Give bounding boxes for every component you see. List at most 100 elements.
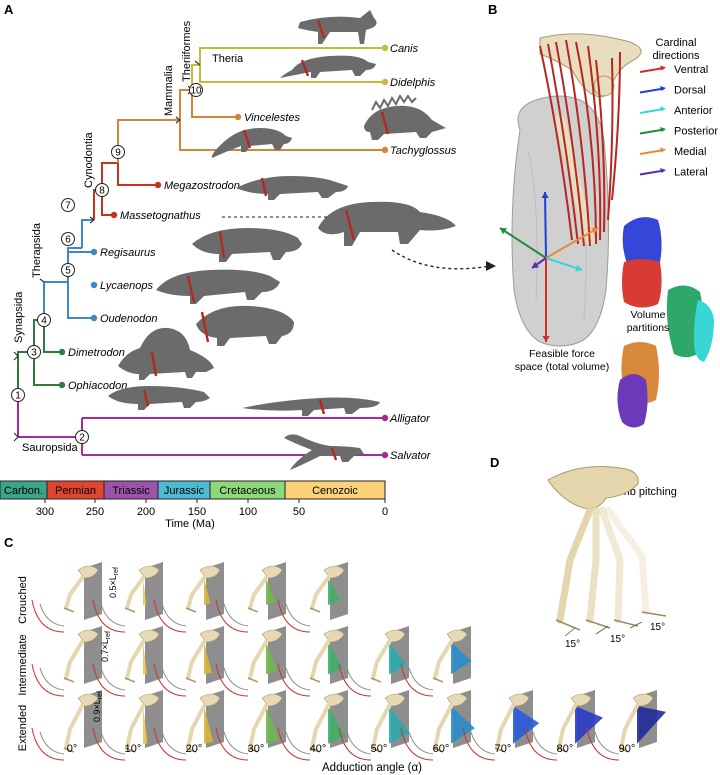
pelvis: [261, 565, 283, 579]
reference-arc-inner: [223, 603, 249, 627]
taxon-labels: Canis Didelphis Vincelestes Tachyglossus…: [68, 43, 457, 462]
limb-bones: [64, 640, 84, 680]
reference-arc-inner: [346, 667, 372, 691]
silhouette-tachyglossus: [364, 94, 446, 140]
legend-swatch-5: [639, 169, 665, 176]
reference-arc-inner: [532, 731, 558, 755]
tick-label-5: 50: [293, 506, 305, 518]
taxon-vincelestes: Vincelestes: [244, 112, 301, 124]
pelvis: [138, 629, 160, 643]
reference-arc-outer: [400, 663, 434, 697]
row-label-crouched: Crouched: [17, 576, 29, 624]
angle-label-6: 60°: [433, 743, 450, 755]
svg-text:2: 2: [79, 433, 85, 444]
pelvis: [138, 693, 160, 707]
reference-arc-outer: [586, 727, 620, 761]
foot: [309, 677, 321, 683]
limb-bones: [186, 576, 206, 610]
pitch-angle-3: 15°: [650, 622, 665, 633]
reference-arc-outer: [92, 727, 126, 761]
direction-legend: VentralDorsalAnteriorPosteriorMedialLate…: [639, 64, 718, 179]
foot: [309, 747, 321, 753]
pelvis: [446, 693, 468, 707]
silhouette-didelphis: [280, 55, 376, 78]
panel-b-label: B: [488, 2, 497, 17]
cynodont-tips: [110, 181, 162, 219]
svg-text:5: 5: [65, 266, 71, 277]
silhouette-regisaurus: [192, 228, 302, 262]
workspace-wedge: [575, 706, 603, 744]
taxon-canis: Canis: [390, 43, 419, 55]
reference-arc-outer: [462, 727, 496, 761]
foot: [185, 747, 197, 753]
limb-cell-r1-c5: [338, 626, 409, 697]
foot: [185, 677, 197, 683]
limb-cell-r2-c0: [31, 690, 102, 761]
node-5: 5: [61, 263, 75, 277]
force-arrow-head-1: [541, 192, 549, 199]
pelvis: [138, 565, 160, 579]
limb-cell-r2-c4: [277, 690, 348, 761]
pelvis: [508, 693, 530, 707]
reference-arc-outer: [338, 663, 372, 697]
svg-text:3: 3: [31, 348, 37, 359]
reference-arc-outer: [215, 599, 249, 633]
row-label-intermediate: Intermediate: [17, 634, 29, 695]
pitch-angle-1: 15°: [565, 639, 580, 650]
silhouette-megazostrodon: [236, 176, 348, 200]
pelvis: [199, 693, 221, 707]
limb-cell-r2-c2: [153, 690, 224, 761]
pelvis: [261, 693, 283, 707]
force-arrow-head-5: [532, 261, 539, 268]
limb-bones: [433, 640, 453, 680]
svg-text:0.7×Lref: 0.7×Lref: [100, 631, 112, 662]
limb-bones: [186, 640, 206, 680]
legend-swatch-head-5: [660, 168, 666, 173]
silhouette-ophiacodon: [108, 386, 210, 410]
workspace-wedge: [143, 642, 147, 675]
workspace-wedge: [389, 642, 407, 675]
reference-arc-inner: [285, 603, 311, 627]
reference-arc-inner: [223, 731, 249, 755]
silhouette-salvator: [284, 434, 364, 470]
limb-cell-r2-c7: [462, 690, 540, 761]
node-7: 7: [61, 198, 75, 212]
limb-cell-r0-c4: [277, 562, 348, 633]
limb-bones: [125, 576, 145, 610]
limb-cell-r1-c2: [153, 626, 224, 697]
force-arrow-head-4: [591, 227, 598, 235]
clade-cynodontia: Cynodontia: [83, 131, 95, 188]
node-1: 1: [11, 388, 25, 402]
pelvis: [199, 629, 221, 643]
period-5: [284, 480, 386, 500]
foot: [556, 747, 568, 753]
limb-cell-r1-c4: [277, 626, 348, 697]
limb-bones: [310, 704, 330, 750]
reference-arc-inner: [161, 731, 187, 755]
timeline-axis-label: Time (Ma): [165, 518, 215, 530]
limb-bones: [371, 640, 391, 680]
reference-arc-inner: [408, 731, 434, 755]
svg-text:7: 7: [65, 201, 71, 212]
length-notes: 0.5×Lref 0.7×Lref 0.9×Lref: [92, 567, 120, 722]
workspace-wedge: [204, 578, 211, 605]
force-arrow-head-0: [542, 336, 550, 342]
therapsid-tips: [90, 248, 98, 322]
reference-arc-inner: [285, 667, 311, 691]
limb-bones: [248, 576, 268, 610]
silhouette-dimetrodon: [118, 327, 214, 380]
workspace-wedge: [266, 642, 278, 675]
taxon-ophiacodon: Ophiacodon: [68, 380, 127, 392]
panel-c-label: C: [4, 535, 14, 550]
limb-bones: [310, 576, 330, 610]
animal-silhouettes: [108, 10, 456, 470]
angle-label-1: 10°: [125, 743, 142, 755]
limb-bones: [248, 704, 268, 750]
reference-arc-outer: [31, 663, 65, 697]
adduction-grid: [31, 562, 667, 761]
limb-pitching-illustration: [547, 466, 667, 637]
taxon-dimetrodon: Dimetrodon: [68, 347, 125, 359]
force-arrow-4: [545, 227, 599, 259]
